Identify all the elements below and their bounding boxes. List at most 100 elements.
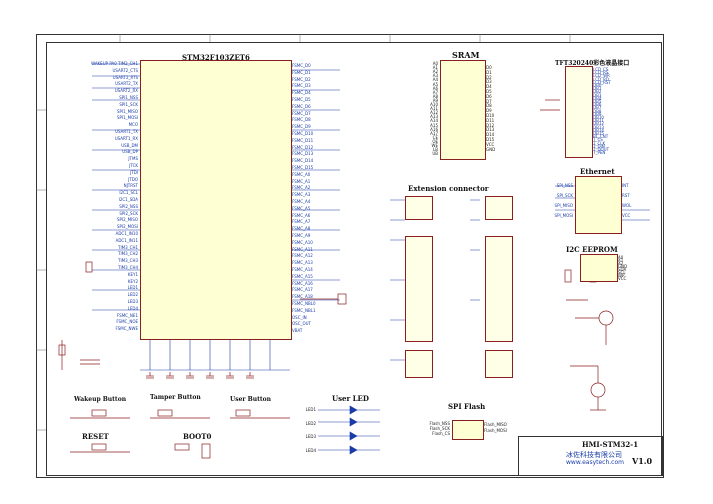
lcd-pins-label: DB6 [593, 102, 602, 108]
wakeup-title: Wakeup Button [74, 396, 127, 403]
eth-right-label: RST [622, 193, 630, 198]
sram-right-label: D4 [486, 84, 492, 90]
sheet-inner-border [46, 42, 662, 476]
mcu-right-label: FSMC_A0 [292, 171, 311, 177]
sram-left-label: OE [432, 138, 438, 144]
sram-right-label: D0 [486, 65, 492, 70]
lcd-pins-label: T_DOUT [593, 147, 610, 152]
sram-left-label: A5 [432, 81, 438, 87]
spi-flash-title: SPI Flash [448, 402, 486, 411]
lcd-pins-label: LCD_WR [593, 73, 610, 79]
sram-left-label: A4 [432, 77, 438, 83]
sram-right-label: D2 [486, 74, 492, 80]
lcd-pins-label: DB5 [593, 99, 602, 104]
lcd-pins-label: LCD_RS [593, 70, 609, 76]
mcu-right-label: FSMC_A5 [292, 205, 311, 211]
mcu-right-label: FSMC_A15 [292, 273, 313, 279]
sram-left-label: A0 [432, 61, 438, 66]
mcu-right-label: FSMC_D8 [292, 117, 311, 123]
mcu-right-label: FSMC_A18 [292, 294, 313, 300]
sram-right-label: D1 [486, 69, 492, 75]
eth-left-label: SPI_MISO [554, 203, 573, 208]
mcu-left-label: TIM3_CH4 [118, 265, 138, 270]
title-block [518, 436, 663, 476]
eeprom-pins-label: VCC [618, 276, 627, 281]
spi-right-label: Flash_MISO [484, 422, 507, 427]
spi-flash-chip [452, 420, 484, 440]
mcu-left-label: JTCK [129, 163, 138, 168]
mcu-right-label: FSMC_D10 [292, 131, 314, 136]
sram-left-label: A9 [432, 97, 438, 103]
mcu-right-label: FSMC_A1 [292, 178, 311, 184]
lcd-pins-label: DB0 [593, 83, 602, 88]
sram-left-label: A14 [430, 118, 438, 124]
mcu-left-label: SPI1_NSS [119, 95, 138, 100]
sram-left-label: A17 [430, 130, 438, 136]
mcu-right-label: FSMC_A9 [292, 233, 311, 238]
sram-left-label: A7 [432, 89, 438, 95]
mcu-left-label: USART1_TX [115, 129, 138, 134]
mcu-right-label: FSMC_D2 [292, 76, 311, 82]
sram-right-label: D9 [486, 108, 492, 114]
mcu-left-label: FSMC_NE1 [116, 312, 138, 318]
sram-right-label: D8 [486, 103, 492, 109]
lcd-pins-label: DB9 [593, 111, 602, 117]
lcd-pins-label: T_CLK [593, 140, 606, 146]
mcu-left-label: SPI1_MOSI [117, 115, 138, 121]
lcd-pins-label: BL_CNT [593, 134, 609, 140]
mcu-left-label: JTDO [128, 176, 138, 182]
sram-left-label: UB [432, 151, 438, 157]
mcu-right-label: FSMC_D15 [292, 165, 314, 170]
lcd-pins-label: DB14 [593, 127, 604, 133]
spi-left-label: Flash_SCK [429, 426, 450, 431]
user-led-title: User LED [332, 394, 369, 403]
ext-header-1 [405, 196, 433, 220]
lcd-pins-label: LCD_RD [593, 76, 609, 82]
ext-header-4 [485, 236, 513, 342]
mcu-right-label: FSMC_A16 [292, 280, 313, 286]
mcu-left-label: SPI2_MISO [117, 217, 138, 223]
lcd-pins-label: DB11 [593, 118, 604, 124]
mcu-chip [140, 60, 292, 340]
lcd-pins-label: T_CS [593, 137, 603, 143]
spi-left-label: Flash_CS [432, 431, 450, 436]
mcu-left-label: SPI2_MOSI [117, 224, 138, 230]
mcu-right-label: FSMC_A6 [292, 212, 311, 218]
mcu-right-label: FSMC_A13 [292, 260, 313, 266]
mcu-right-label: FSMC_A10 [292, 239, 313, 245]
sram-right-label: D13 [486, 127, 495, 133]
lcd-pins-label: DB7 [593, 105, 602, 111]
mcu-right-label: FSMC_A8 [292, 226, 311, 232]
mcu-left-label: KEY2 [127, 278, 138, 284]
mcu-left-label: SPI2_NSS [119, 203, 138, 209]
mcu-right-label: FSMC_D1 [292, 69, 311, 75]
sram-left-label: A6 [432, 85, 438, 91]
mcu-left-label: USART2_RX [114, 88, 138, 94]
sram-left-label: A13 [430, 114, 438, 120]
mcu-right-label: FSMC_D13 [292, 151, 314, 157]
tamper-title: Tamper Button [150, 394, 201, 401]
mcu-right-label: FSMC_A14 [292, 267, 313, 272]
eeprom-pins-label: SDA [618, 267, 627, 272]
sheet-border [36, 34, 664, 478]
sram-title: SRAM [452, 50, 480, 60]
mcu-right-label: FSMC_A12 [292, 253, 313, 259]
mcu-left-label: MCO [128, 122, 138, 128]
mcu-left-label: LED3 [127, 299, 138, 304]
reset-title: RESET [82, 432, 109, 441]
eth-right-label: WOL [622, 203, 632, 208]
sram-right-label: D12 [486, 122, 495, 128]
mcu-right-label: FSMC_D7 [292, 110, 311, 116]
mcu-right-label: FSMC_NBL0 [292, 301, 316, 306]
version: V1.0 [632, 456, 653, 466]
lcd-pins-label: LCD_CS [593, 67, 609, 72]
sram-left-label: WE [431, 143, 438, 148]
sram-right-label: D14 [486, 132, 495, 138]
led-labels-label: LED1 [305, 407, 316, 412]
mcu-left-label: USB_DM [121, 142, 138, 148]
mcu-left-label: USART2_RTS [112, 74, 138, 80]
eeprom-pins-label: SCL [618, 270, 626, 275]
mcu-left-label: SPI1_SCK [119, 101, 138, 107]
mcu-left-label: NJTRST [123, 183, 138, 189]
